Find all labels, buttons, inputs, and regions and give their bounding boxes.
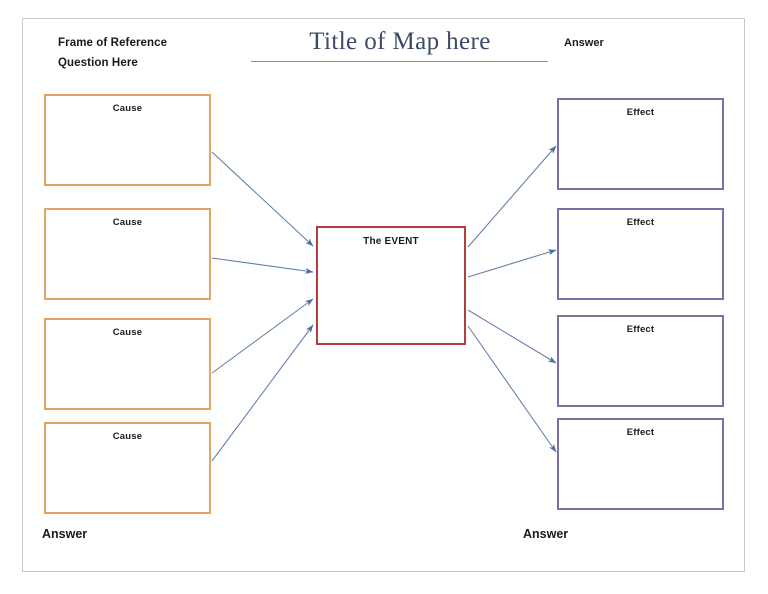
cause-box-3[interactable]: Cause [44,318,211,410]
effect-box-2-label: Effect [626,217,655,228]
title-underline-rule [251,61,548,62]
event-box[interactable]: The EVENT [316,226,466,345]
effect-box-3-label: Effect [626,324,655,335]
effect-box-1-label: Effect [626,107,655,118]
answer-label-bottom-right: Answer [523,527,569,541]
cause-box-2-label: Cause [112,217,143,228]
event-box-label: The EVENT [363,236,419,247]
effect-box-1[interactable]: Effect [557,98,724,190]
cause-box-2[interactable]: Cause [44,208,211,300]
answer-label-top-right: Answer [564,37,604,49]
effect-box-4[interactable]: Effect [557,418,724,510]
answer-label-bottom-left: Answer [42,527,88,541]
page-title: Title of Map here [309,28,491,55]
cause-box-4[interactable]: Cause [44,422,211,514]
cause-box-1-label: Cause [112,103,143,114]
effect-box-2[interactable]: Effect [557,208,724,300]
effect-box-4-label: Effect [626,427,655,438]
cause-box-3-label: Cause [112,327,143,338]
cause-box-1[interactable]: Cause [44,94,211,186]
frame-of-reference-line-2: Question Here [58,57,138,69]
frame-of-reference-line-1: Frame of Reference [58,37,168,49]
cause-box-4-label: Cause [112,431,143,442]
effect-box-3[interactable]: Effect [557,315,724,407]
